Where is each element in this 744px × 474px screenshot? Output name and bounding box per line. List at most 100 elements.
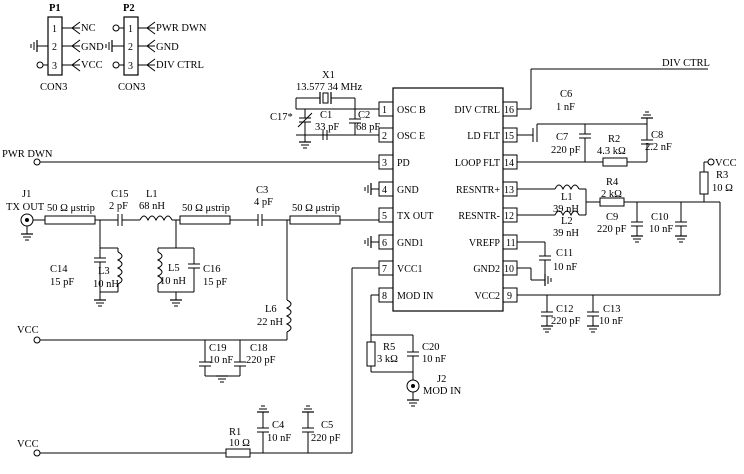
c15-value: 2 pF xyxy=(109,201,128,212)
mod-in-section: R5 3 kΩ C20 10 nF J2 MOD IN xyxy=(366,294,462,407)
c19-ref: C19 xyxy=(209,343,227,354)
connector-p1: P1 1 2 3 NC GND VCC CON3 xyxy=(30,3,104,93)
ic-pin5-name: TX OUT xyxy=(397,211,433,222)
tx-output-chain: J1 TX OUT 50 Ω μstrip C15 2 pF L1 68 nH … xyxy=(6,185,380,340)
ic-pin5-num: 5 xyxy=(382,211,387,222)
p2-ref: P2 xyxy=(123,3,135,14)
ic-pin13-num: 13 xyxy=(504,185,514,196)
c9-ref: C9 xyxy=(606,212,618,223)
p2-net-gnd: GND xyxy=(156,42,179,53)
p1-net-vcc: VCC xyxy=(81,60,103,71)
r2-ref: R2 xyxy=(608,134,620,145)
ic-pin2-num: 2 xyxy=(382,131,387,142)
c5-ref: C5 xyxy=(321,420,333,431)
c12-value: 220 pF xyxy=(551,316,581,327)
ic-pin15-num: 15 xyxy=(504,131,514,142)
r1-value: 10 Ω xyxy=(229,438,250,449)
ic-pin14-name: LOOP FLT xyxy=(455,158,500,169)
ic-pin8-num: 8 xyxy=(382,291,387,302)
c18-ref: C18 xyxy=(250,343,268,354)
c3-ref: C3 xyxy=(256,185,268,196)
c6-value: 1 nF xyxy=(556,102,575,113)
oscillator-section: X1 13.577 34 MHz C1 33 pF C2 68 pF C17* xyxy=(270,70,380,149)
ic-pin7-name: VCC1 xyxy=(397,264,423,275)
l2-value: 39 nH xyxy=(553,228,579,239)
ic-pin10-name: GND2 xyxy=(473,264,500,275)
p1-net-gnd: GND xyxy=(81,42,104,53)
p2-net-divctrl: DIV CTRL xyxy=(156,60,204,71)
c7-ref: C7 xyxy=(556,132,568,143)
c1-ref: C1 xyxy=(320,110,332,121)
r5-value: 3 kΩ xyxy=(377,354,398,365)
c8-ref: C8 xyxy=(651,130,663,141)
l1a-value: 68 nH xyxy=(139,201,165,212)
c6-ref: C6 xyxy=(560,89,572,100)
ic-pin1-name: OSC B xyxy=(397,105,426,116)
l3-value: 10 nH xyxy=(93,279,119,290)
vcc2-section: C11 10 nF C12 220 pF C13 10 nF xyxy=(517,241,720,333)
net-vcc-right: VCC xyxy=(715,158,737,169)
ic-pin16-name: DIV CTRL xyxy=(454,105,500,116)
ic-pin11-name: VREFP xyxy=(469,238,501,249)
l1b-value: 39 nH xyxy=(553,204,579,215)
ic-pin10-num: 10 xyxy=(504,264,514,275)
j2-ref: J2 xyxy=(437,374,446,385)
l2-ref: L2 xyxy=(561,216,573,227)
c2-ref: C2 xyxy=(358,110,370,121)
c16-ref: C16 xyxy=(203,264,221,275)
vcc-bottom-supply: VCC R1 10 Ω C4 10 nF C5 220 pF xyxy=(17,267,379,458)
p1-pin2: 2 xyxy=(52,42,57,53)
r1-ref: R1 xyxy=(229,427,241,438)
ic-pin3-name: PD xyxy=(397,158,410,169)
net-pwr-dwn: PWR DWN xyxy=(2,149,53,160)
vcc1-decoupling: VCC C19 10 nF C18 220 pF xyxy=(17,325,287,383)
l6-value: 22 nH xyxy=(257,317,283,328)
ic-pin16-num: 16 xyxy=(504,105,514,116)
c4-value: 10 nF xyxy=(267,433,291,444)
p1-net-nc: NC xyxy=(81,23,96,34)
ic-pin7-num: 7 xyxy=(382,264,387,275)
p2-pin1: 1 xyxy=(128,24,133,35)
j2-name: MOD IN xyxy=(423,386,462,397)
r2-value: 4.3 kΩ xyxy=(597,146,626,157)
x1-value: 13.577 34 MHz xyxy=(296,82,363,93)
c4-ref: C4 xyxy=(272,420,285,431)
loop-filter-section: C6 1 nF C7 220 pF R2 4.3 kΩ C8 2.2 nF xyxy=(517,89,672,167)
ic-pin1-num: 1 xyxy=(382,105,387,116)
net-vcc-left1: VCC xyxy=(17,325,39,336)
ic-pin14-num: 14 xyxy=(504,158,514,169)
c2-value: 68 pF xyxy=(356,122,380,133)
p2-pin2: 2 xyxy=(128,42,133,53)
ic-pin9-num: 9 xyxy=(507,291,512,302)
c14-ref: C14 xyxy=(50,264,68,275)
l5-value: 10 nH xyxy=(160,276,186,287)
c7-value: 220 pF xyxy=(551,145,581,156)
c10-ref: C10 xyxy=(651,212,669,223)
c11-value: 10 nF xyxy=(553,262,577,273)
j1-name: TX OUT xyxy=(6,202,45,213)
ic-pin3-num: 3 xyxy=(382,158,387,169)
c20-value: 10 nF xyxy=(422,354,446,365)
net-div-ctrl: DIV CTRL xyxy=(662,58,710,69)
j1-ref: J1 xyxy=(22,189,31,200)
x1-ref: X1 xyxy=(322,70,335,81)
c9-value: 220 pF xyxy=(597,224,627,235)
ic-pin9-name: VCC2 xyxy=(474,291,500,302)
l5-ref: L5 xyxy=(168,263,180,274)
c3-value: 4 pF xyxy=(254,197,273,208)
l3-ref: L3 xyxy=(98,266,110,277)
ic-pin2-name: OSC E xyxy=(397,131,425,142)
c17-ref: C17* xyxy=(270,112,293,123)
c5-value: 220 pF xyxy=(311,433,341,444)
c16-value: 15 pF xyxy=(203,277,227,288)
ic-pin11-num: 11 xyxy=(506,238,516,249)
c1-value: 33 pF xyxy=(315,122,339,133)
ic-pin12-name: RESNTR- xyxy=(458,211,500,222)
p1-ref: P1 xyxy=(49,3,61,14)
strip1-label: 50 Ω μstrip xyxy=(47,203,95,214)
l1b-ref: L1 xyxy=(561,192,573,203)
ic-body xyxy=(392,87,504,312)
r4-ref: R4 xyxy=(606,177,619,188)
c19-value: 10 nF xyxy=(209,355,233,366)
